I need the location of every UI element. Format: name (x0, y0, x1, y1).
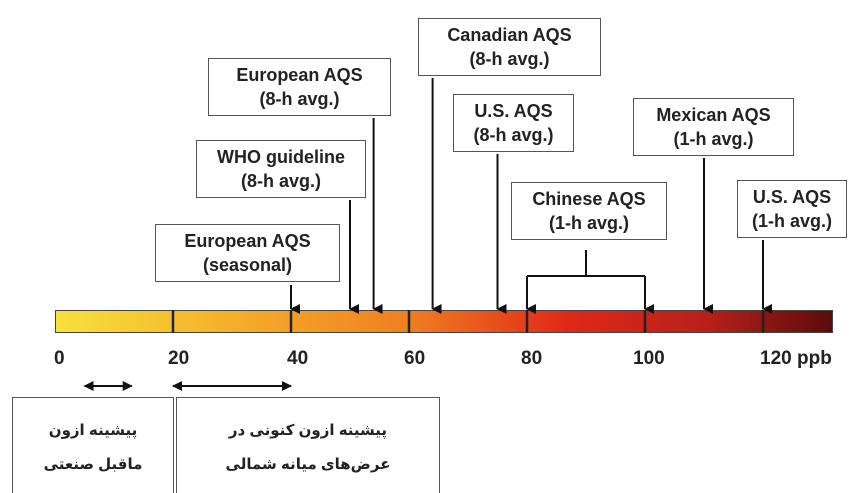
label-canadian-8h: Canadian AQS (8-h avg.) (418, 18, 601, 76)
note-present-background: پیشینه ازون کنونی در عرض‌های میانه شمالی (176, 397, 440, 493)
label-mexican-1h: Mexican AQS (1-h avg.) (633, 98, 794, 156)
label-european-seasonal: European AQS (seasonal) (155, 224, 340, 282)
tick-label-100: 100 (633, 348, 665, 369)
tick-label-60: 60 (404, 348, 426, 369)
tick-label-0: 0 (54, 348, 65, 369)
tick-label-120: 120 ppb (760, 348, 832, 369)
tick-label-40: 40 (287, 348, 309, 369)
label-chinese-1h: Chinese AQS (1-h avg.) (511, 182, 667, 240)
label-us-1h: U.S. AQS (1-h avg.) (737, 180, 847, 238)
label-us-8h: U.S. AQS (8-h avg.) (453, 94, 574, 152)
ozone-scale-bar (55, 310, 833, 333)
label-european-8h: European AQS (8-h avg.) (208, 58, 391, 116)
label-who-guideline: WHO guideline (8-h avg.) (196, 140, 366, 198)
note-preindustrial-background: پیشینه ازون ماقبل صنعتی (12, 397, 174, 493)
tick-label-80: 80 (521, 348, 543, 369)
tick-label-20: 20 (168, 348, 190, 369)
